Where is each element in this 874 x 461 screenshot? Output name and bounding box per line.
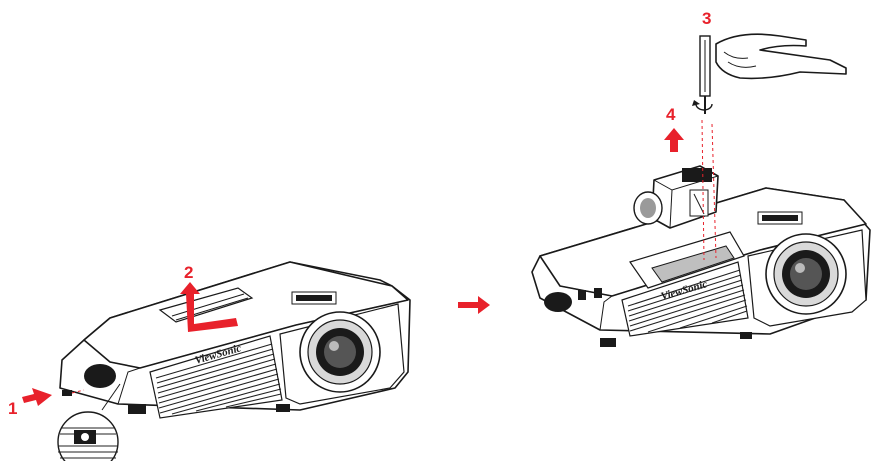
step3-label: 3 xyxy=(702,9,711,28)
hand-with-screwdriver xyxy=(700,34,846,114)
step4-arrow xyxy=(664,128,684,152)
right-arrow-icon xyxy=(458,296,490,314)
step2-label: 2 xyxy=(184,263,193,282)
counterclockwise-rotate-icon xyxy=(692,100,712,110)
step4-label: 4 xyxy=(666,105,676,124)
step1-arrow xyxy=(22,388,52,406)
step1-label: 1 xyxy=(8,399,17,418)
